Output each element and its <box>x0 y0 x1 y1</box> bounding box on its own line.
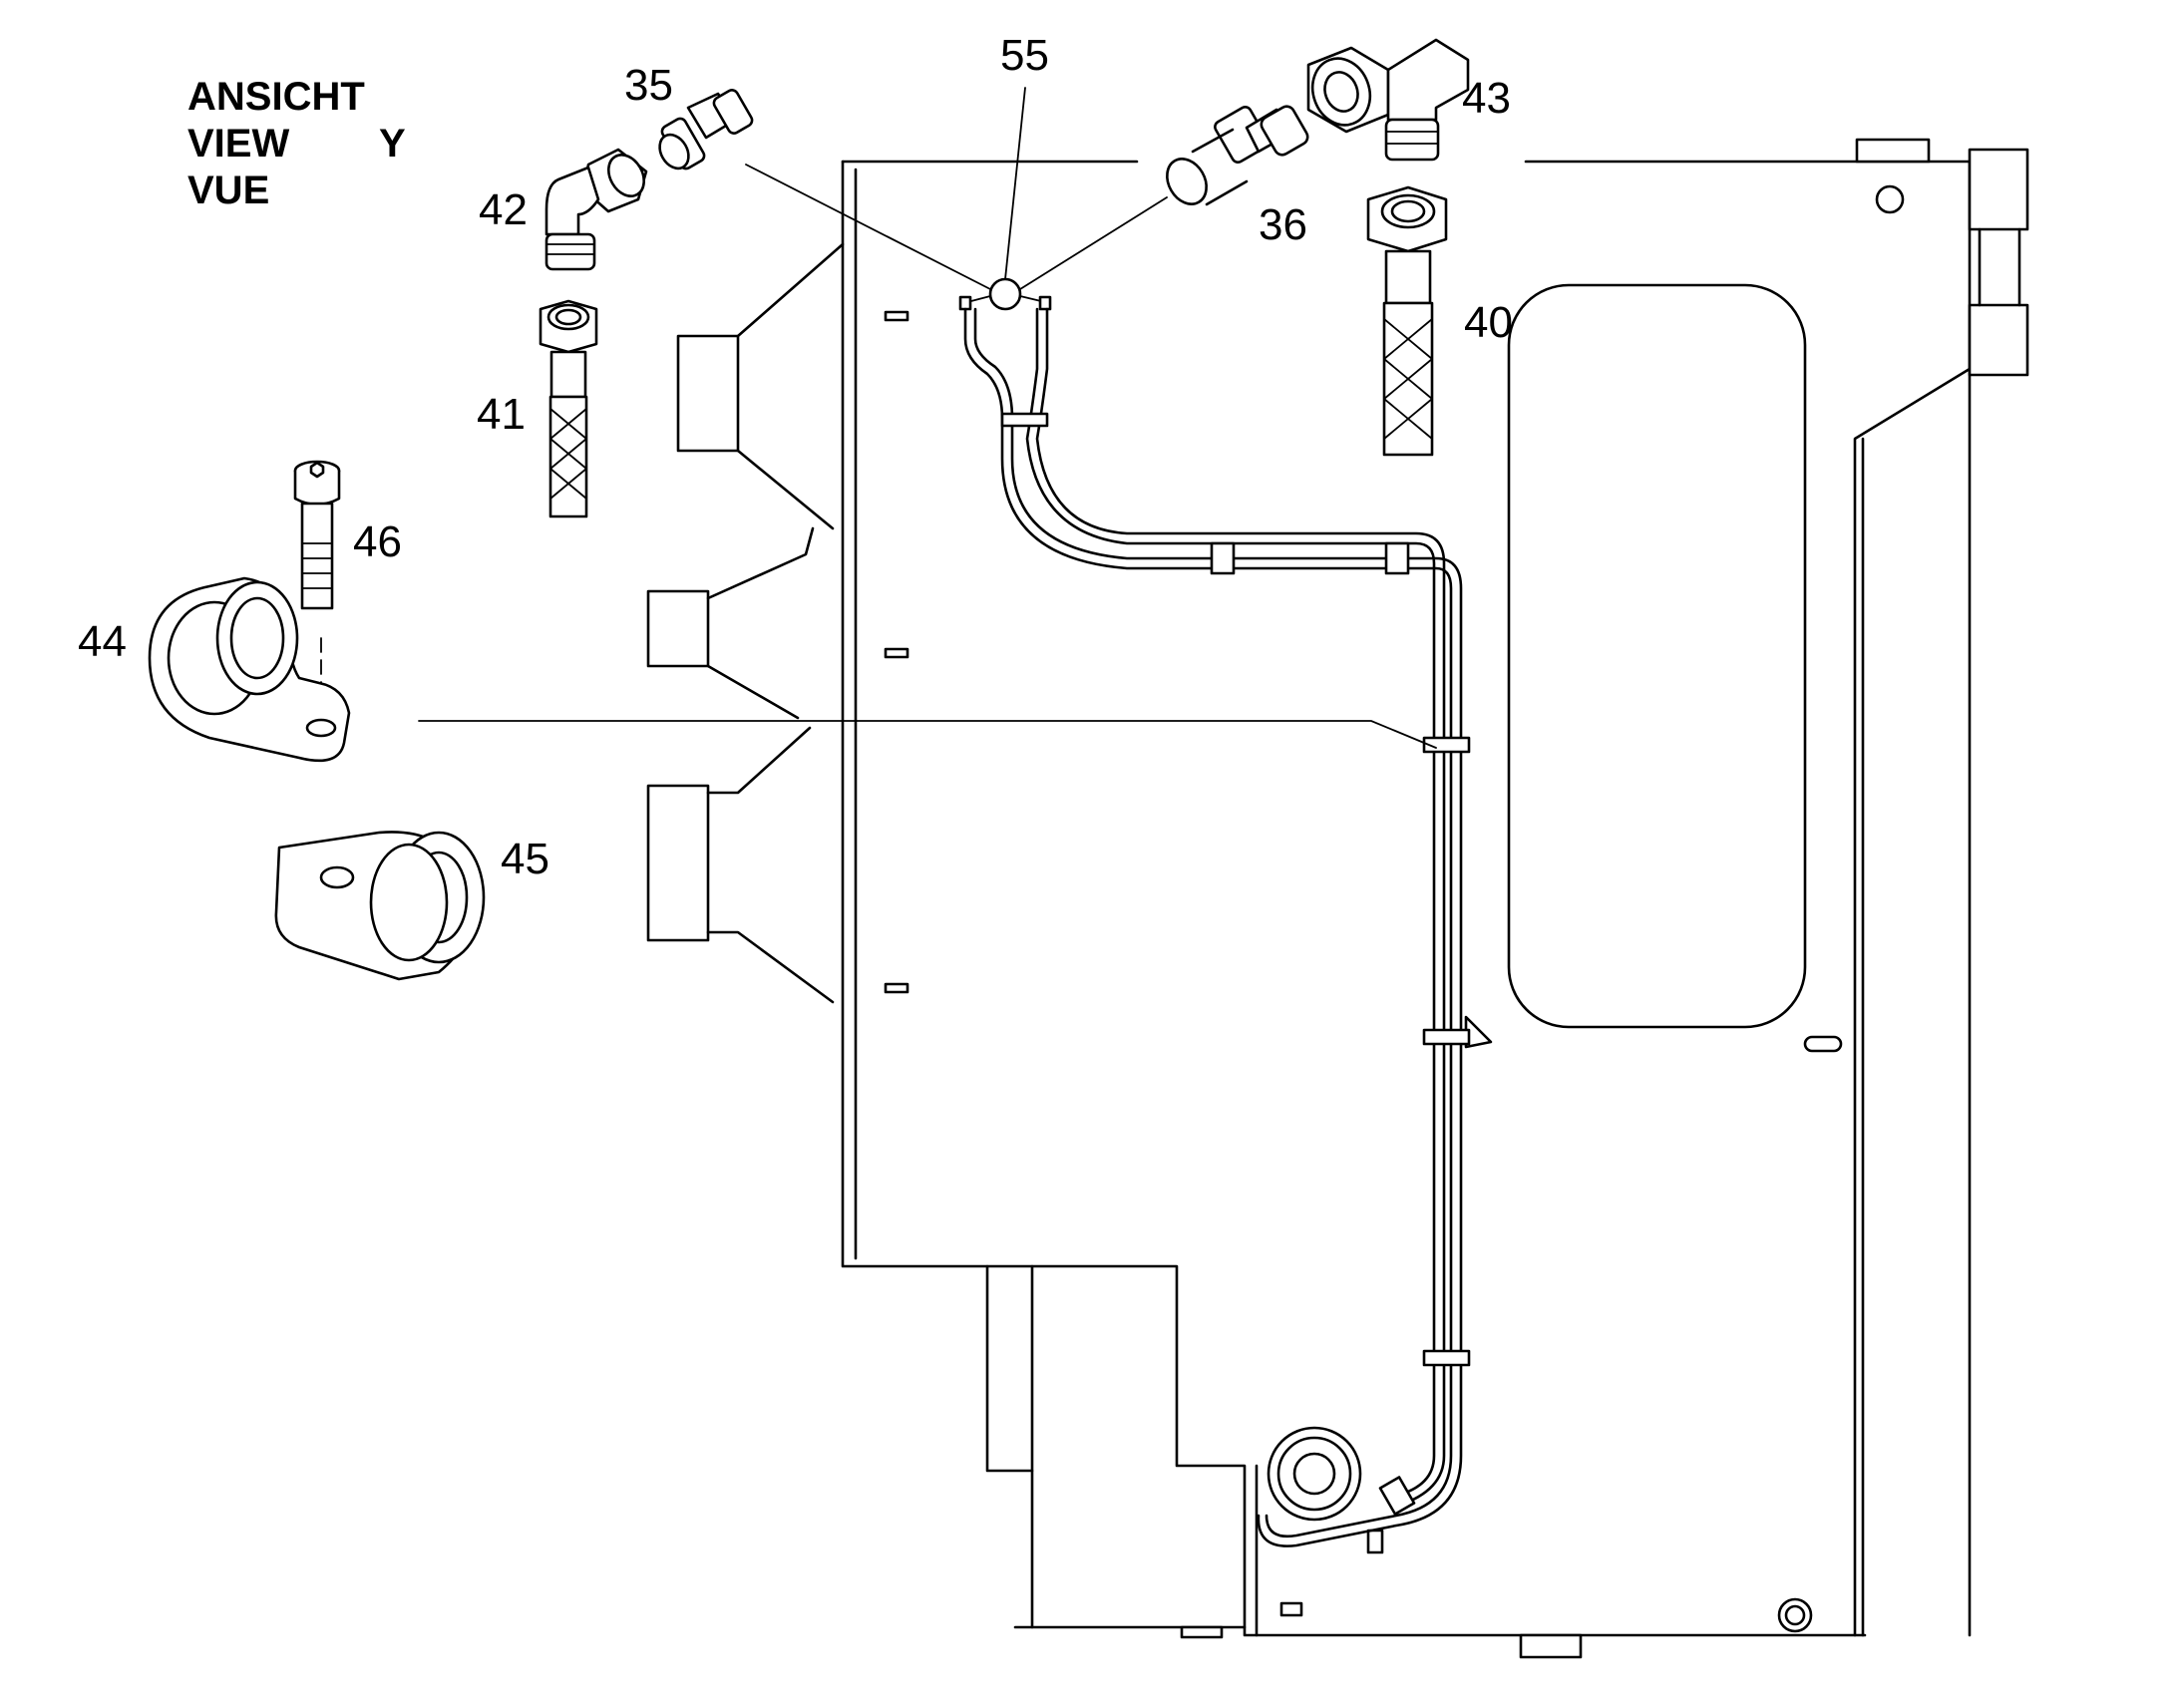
part-label-46: 46 <box>353 517 402 566</box>
part-36-straight-fitting <box>1166 105 1309 206</box>
part-label-45: 45 <box>501 835 549 883</box>
part-44-p-clamp <box>148 576 351 763</box>
part-46-screw <box>293 460 341 610</box>
view-title-letter: Y <box>379 122 406 166</box>
view-title-de: ANSICHT <box>187 75 365 119</box>
view-title-en: VIEW <box>187 122 289 166</box>
part-label-42: 42 <box>479 185 528 234</box>
connector-blocks <box>646 242 845 1004</box>
part-41-hose <box>539 299 598 518</box>
part-label-40: 40 <box>1464 298 1513 347</box>
part-label-44: 44 <box>78 617 127 666</box>
part-45-p-clamp <box>274 831 486 981</box>
part-label-35: 35 <box>624 61 673 110</box>
sensor-55-body <box>988 277 1022 311</box>
part-label-43: 43 <box>1462 74 1511 123</box>
part-label-41: 41 <box>477 390 526 439</box>
sensor-and-hoses <box>958 277 1471 1547</box>
part-label-36: 36 <box>1259 200 1307 249</box>
leader-lines <box>320 87 1437 749</box>
view-title-fr: VUE <box>187 169 269 212</box>
part-35-straight-fitting <box>658 89 754 171</box>
part-labels: 35 36 40 41 42 43 44 45 46 55 <box>78 31 1513 883</box>
part-43-elbow-fitting <box>1306 38 1470 162</box>
tank-housing <box>841 138 2029 1659</box>
part-42-elbow-fitting <box>545 148 648 271</box>
part-40-hose <box>1366 185 1448 457</box>
part-label-55: 55 <box>1000 31 1049 80</box>
view-title: ANSICHT VIEW Y VUE <box>187 75 406 212</box>
